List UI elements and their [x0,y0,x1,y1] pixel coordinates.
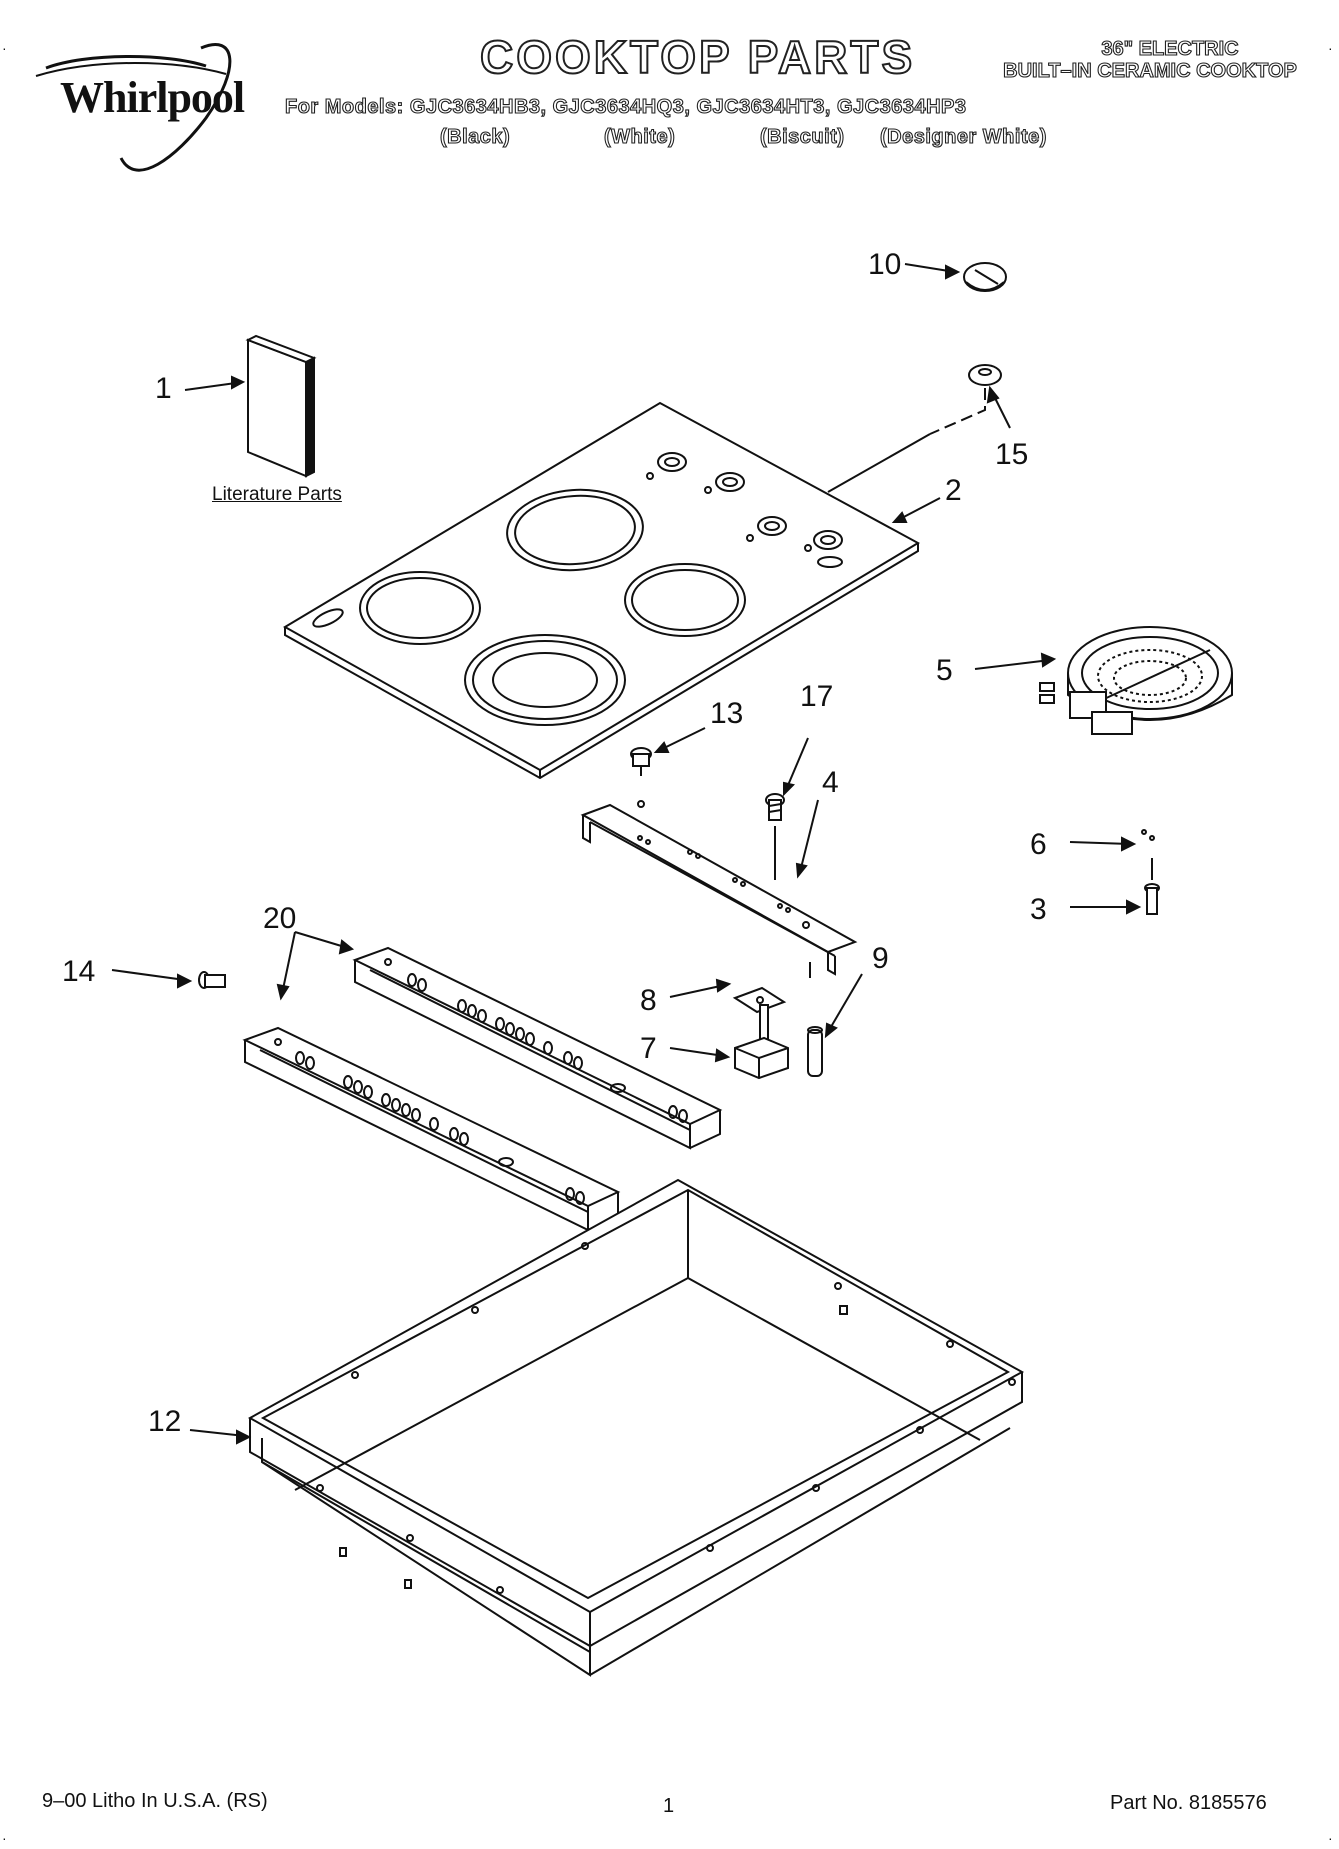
literature-booklet [245,334,317,478]
models-line: For Models: GJC3634HB3, GJC3634HQ3, GJC3… [284,95,967,118]
radiant-element [1039,626,1233,735]
rail-upper [352,946,723,1150]
corner-mark: · [2,40,7,56]
rail-lower [242,1026,621,1232]
corner-mark: · [1328,1830,1333,1846]
callout-6: 6 [1030,828,1047,861]
callout-12: 12 [148,1405,182,1438]
cooktop-frame [247,1178,1025,1677]
callout-5: 5 [936,654,953,687]
screw-17 [765,793,785,821]
callout-10: 10 [868,248,902,281]
knob-seal [968,364,1002,386]
callout-13: 13 [710,697,744,730]
callout-7: 7 [640,1032,657,1065]
ceramic-glass-top [283,401,921,780]
control-knob [963,262,1007,292]
callout-1: 1 [155,372,172,405]
screw-6-3 [1141,829,1160,915]
callout-14: 14 [62,955,96,988]
color-white: (White) [603,125,676,148]
footer-part-number: Part No. 8185576 [1110,1792,1267,1814]
callout-9: 9 [872,942,889,975]
color-designer-white: (Designer White) [879,125,1047,148]
callout-3: 3 [1030,893,1047,926]
literature-parts-label: Literature Parts [212,484,342,505]
corner-mark: · [1328,40,1333,56]
control-bracket [580,800,858,976]
color-black: (Black) [439,125,511,148]
product-line-2: BUILT–IN CERAMIC COOKTOP [1003,59,1298,82]
screw-13 [630,747,652,776]
product-line-1: 36" ELECTRIC [1101,37,1239,60]
callout-17: 17 [800,680,834,713]
callout-20: 20 [263,902,297,935]
callout-15: 15 [995,438,1029,471]
pin-9 [807,1026,823,1077]
callout-4: 4 [822,766,839,799]
footer-page-number: 1 [663,1795,675,1817]
switch-plate [732,986,787,1014]
color-biscuit: (Biscuit) [759,125,845,148]
callout-8: 8 [640,984,657,1017]
footer-litho: 9–00 Litho In U.S.A. (RS) [42,1790,268,1812]
brand-name: Whirlpool [60,73,245,122]
callout-2: 2 [945,474,962,507]
whirlpool-logo [35,43,232,172]
infinite-switch [734,1004,789,1080]
corner-mark: · [2,1830,7,1846]
screw-14 [198,971,226,989]
page-title: COOKTOP PARTS [479,30,916,84]
